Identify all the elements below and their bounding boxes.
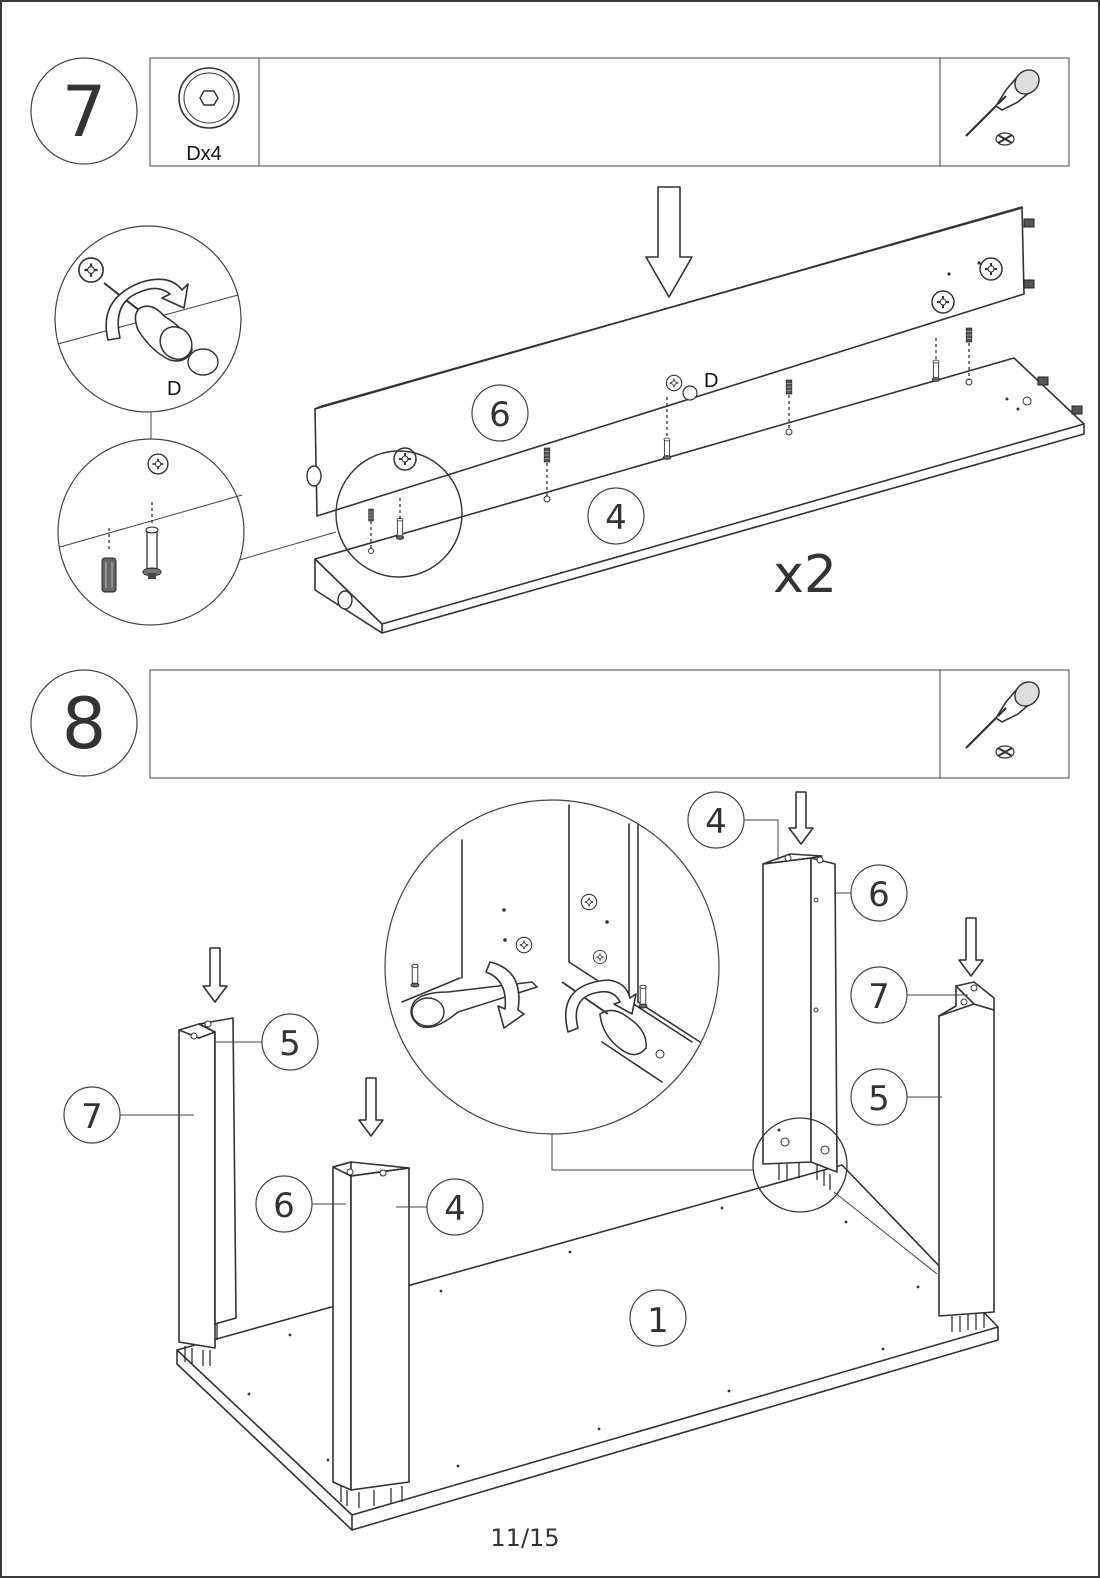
part-5-label-right: 5 xyxy=(868,1079,890,1119)
corner-detail-callout xyxy=(385,800,719,1134)
leg-back-right xyxy=(763,854,837,1190)
leg-front-right xyxy=(939,982,994,1332)
page-number: 11/15 xyxy=(490,1524,559,1552)
down-arrow-icon xyxy=(646,187,692,297)
phillips-symbol-icon xyxy=(996,133,1014,145)
step-8: 8 1 xyxy=(31,670,1069,1530)
hardware-quantity-label: Dx4 xyxy=(186,143,222,165)
step-7-number: 7 xyxy=(62,71,107,153)
part-7-label-left: 7 xyxy=(81,1097,103,1137)
screwdriver-icon xyxy=(966,65,1044,136)
leg-back-left xyxy=(179,1018,236,1366)
repeat-multiplier: x2 xyxy=(773,545,837,605)
part-5-label-left: 5 xyxy=(279,1024,301,1064)
step-7: 7 Dx4 xyxy=(31,58,1084,633)
step-7-header-box xyxy=(150,58,1069,166)
down-arrow-icon xyxy=(203,948,227,1002)
zoom-leader-line xyxy=(552,1133,753,1170)
part-1-label: 1 xyxy=(647,1301,669,1341)
down-arrow-icon xyxy=(959,918,983,976)
inline-hardware-label: D xyxy=(704,370,718,392)
step-8-header-box xyxy=(150,670,1069,778)
phillips-symbol-icon xyxy=(996,746,1014,758)
leg-front-left xyxy=(333,1162,409,1508)
part-6-label: 6 xyxy=(489,395,511,435)
part-6-label-left: 6 xyxy=(273,1186,295,1226)
screw-detail-callout xyxy=(55,226,241,412)
part-4-label: 4 xyxy=(605,498,627,538)
cam-lock-icon xyxy=(179,68,239,128)
screwdriver-icon xyxy=(966,677,1044,748)
down-arrow-icon xyxy=(359,1078,383,1136)
callout-hardware-label: D xyxy=(167,378,181,400)
part-4-label-left: 4 xyxy=(444,1189,466,1229)
part-7-label-right: 7 xyxy=(868,977,890,1017)
part-4-label-right: 4 xyxy=(705,802,727,842)
dowel-detail-callout xyxy=(58,439,244,625)
down-arrow-icon xyxy=(789,792,813,844)
part-6-label-right: 6 xyxy=(868,875,890,915)
step-8-number: 8 xyxy=(62,683,107,765)
